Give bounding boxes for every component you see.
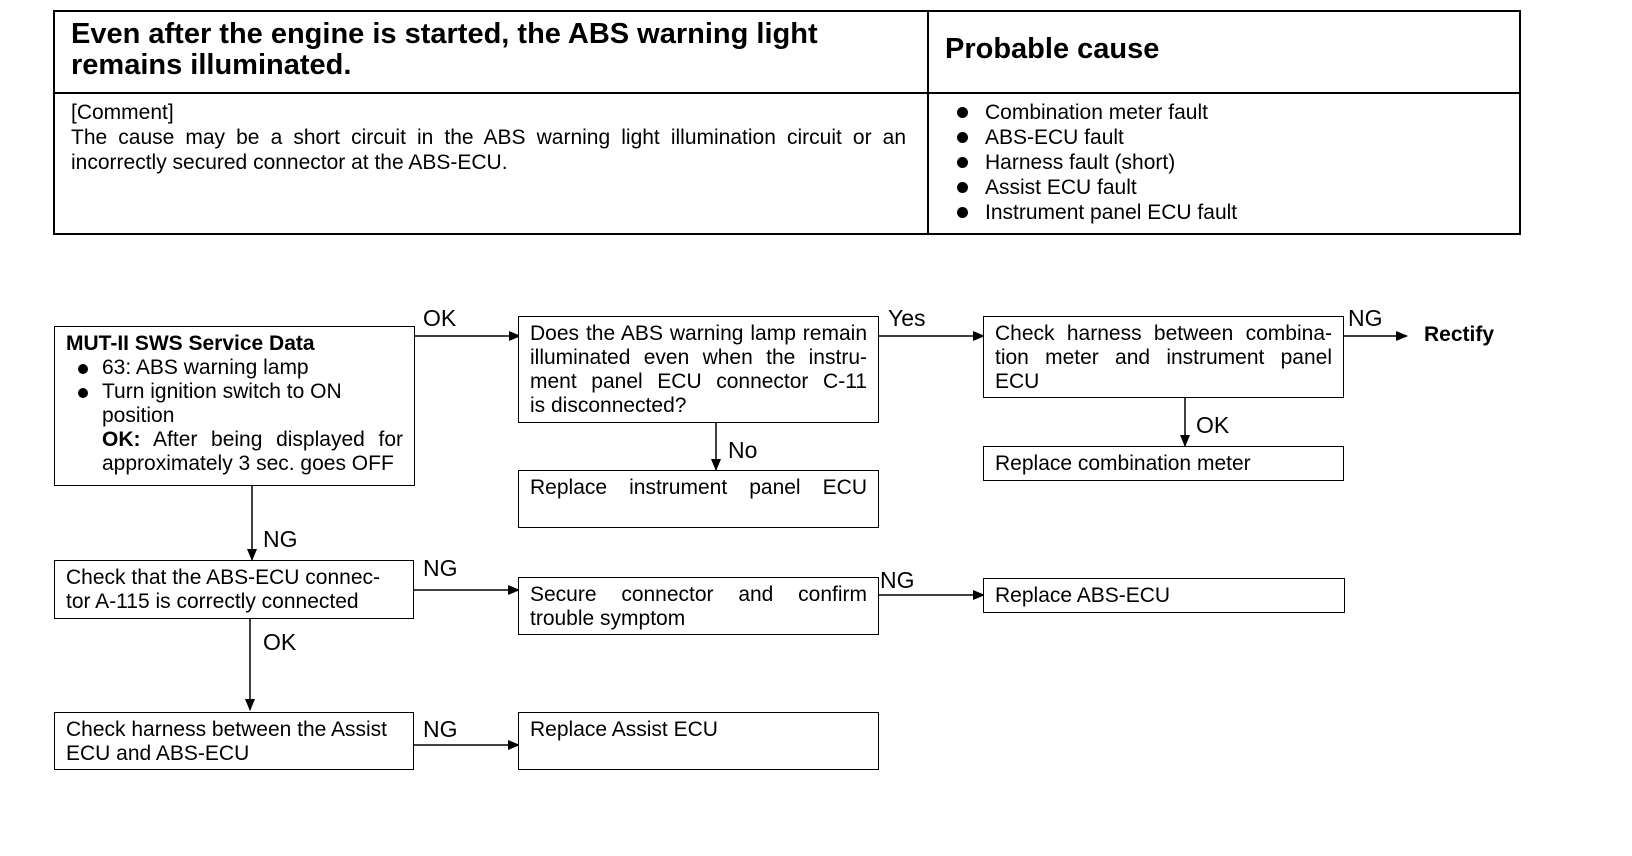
mut-item-1: 63: ABS warning lamp <box>66 356 403 380</box>
mut-ok-line-2: approximately 3 sec. goes OFF <box>102 452 394 475</box>
harness-assist-line-2: ECU and ABS-ECU <box>66 742 250 765</box>
question-box: Does the ABS warning lamp remain illumin… <box>518 316 879 423</box>
bullet-icon <box>957 132 968 143</box>
replace-absecu-text: Replace ABS-ECU <box>995 584 1171 607</box>
label-no: No <box>728 437 758 463</box>
question-line-4: is disconnected? <box>530 394 687 417</box>
table-column-divider <box>927 12 929 233</box>
list-item: Assist ECU fault <box>943 175 1237 200</box>
comment-line-1: The cause may be a short circuit in the … <box>71 126 906 149</box>
list-item: Harness fault (short) <box>943 150 1237 175</box>
replace-ipecu-text: Replace instrument panel ECU <box>530 476 867 499</box>
bullet-icon <box>957 107 968 118</box>
label-ok-combo: OK <box>1196 412 1230 438</box>
mut-ok-line-1: OK: After being displayed for <box>102 428 403 451</box>
label-ok-mut: OK <box>423 305 457 331</box>
probable-cause-list: Combination meter fault ABS-ECU fault Ha… <box>943 100 1237 225</box>
table-row-divider <box>55 92 1519 94</box>
symptom-title: Even after the engine is started, the AB… <box>71 18 818 81</box>
rectify-label: Rectify <box>1424 323 1495 346</box>
comment-tag: [Comment] <box>71 101 174 124</box>
question-line-1: Does the ABS warning lamp remain <box>530 322 867 345</box>
label-ng-secure: NG <box>880 567 915 593</box>
question-line-3: ment panel ECU connector C-11 <box>530 370 867 393</box>
mut-item-2: Turn ignition switch to ON <box>66 380 403 404</box>
label-yes: Yes <box>888 305 926 331</box>
replace-combination-meter-box: Replace combination meter <box>983 446 1344 481</box>
bullet-icon <box>78 388 88 398</box>
check-connector-line-2: tor A-115 is correctly connected <box>66 590 359 613</box>
bullet-icon <box>957 157 968 168</box>
check-harness-combination-box: Check harness between combina- tion mete… <box>983 316 1344 398</box>
harness-combo-line-1: Check harness between combina- <box>995 322 1332 345</box>
mut-service-data-box: MUT-II SWS Service Data 63: ABS warning … <box>54 326 415 486</box>
label-ng-assist: NG <box>423 716 458 742</box>
replace-combo-text: Replace combination meter <box>995 452 1251 475</box>
secure-connector-box: Secure connector and confirm trouble sym… <box>518 577 879 635</box>
replace-instrument-panel-ecu-box: Replace instrument panel ECU <box>518 470 879 528</box>
harness-combo-line-3: ECU <box>995 370 1040 393</box>
mut-item-2-cont: position <box>102 404 175 427</box>
label-ok-connector: OK <box>263 629 297 655</box>
label-ng-connector: NG <box>423 555 458 581</box>
check-connector-box: Check that the ABS-ECU connec- tor A-115… <box>54 560 414 619</box>
list-item: Instrument panel ECU fault <box>943 200 1237 225</box>
replace-assist-text: Replace Assist ECU <box>530 718 718 741</box>
label-ng-mut: NG <box>263 526 298 552</box>
bullet-icon <box>957 207 968 218</box>
replace-assist-ecu-box: Replace Assist ECU <box>518 712 879 770</box>
symptom-table: Even after the engine is started, the AB… <box>53 10 1521 235</box>
mut-box-title: MUT-II SWS Service Data <box>66 332 315 355</box>
harness-combo-line-2: tion meter and instrument panel <box>995 346 1332 369</box>
replace-abs-ecu-box: Replace ABS-ECU <box>983 578 1345 613</box>
secure-line-1: Secure connector and confirm <box>530 583 867 606</box>
bullet-icon <box>78 364 88 374</box>
bullet-icon <box>957 182 968 193</box>
list-item: Combination meter fault <box>943 100 1237 125</box>
label-ng-combo: NG <box>1348 305 1383 331</box>
probable-cause-header: Probable cause <box>945 33 1160 65</box>
question-line-2: illuminated even when the instru- <box>530 346 867 369</box>
list-item: ABS-ECU fault <box>943 125 1237 150</box>
check-connector-line-1: Check that the ABS-ECU connec- <box>66 566 380 589</box>
secure-line-2: trouble symptom <box>530 607 686 630</box>
check-harness-assist-box: Check harness between the Assist ECU and… <box>54 712 414 770</box>
harness-assist-line-1: Check harness between the Assist <box>66 718 388 741</box>
comment-line-2: incorrectly secured connector at the ABS… <box>71 151 508 174</box>
comment-block: [Comment] The cause may be a short circu… <box>71 100 906 175</box>
